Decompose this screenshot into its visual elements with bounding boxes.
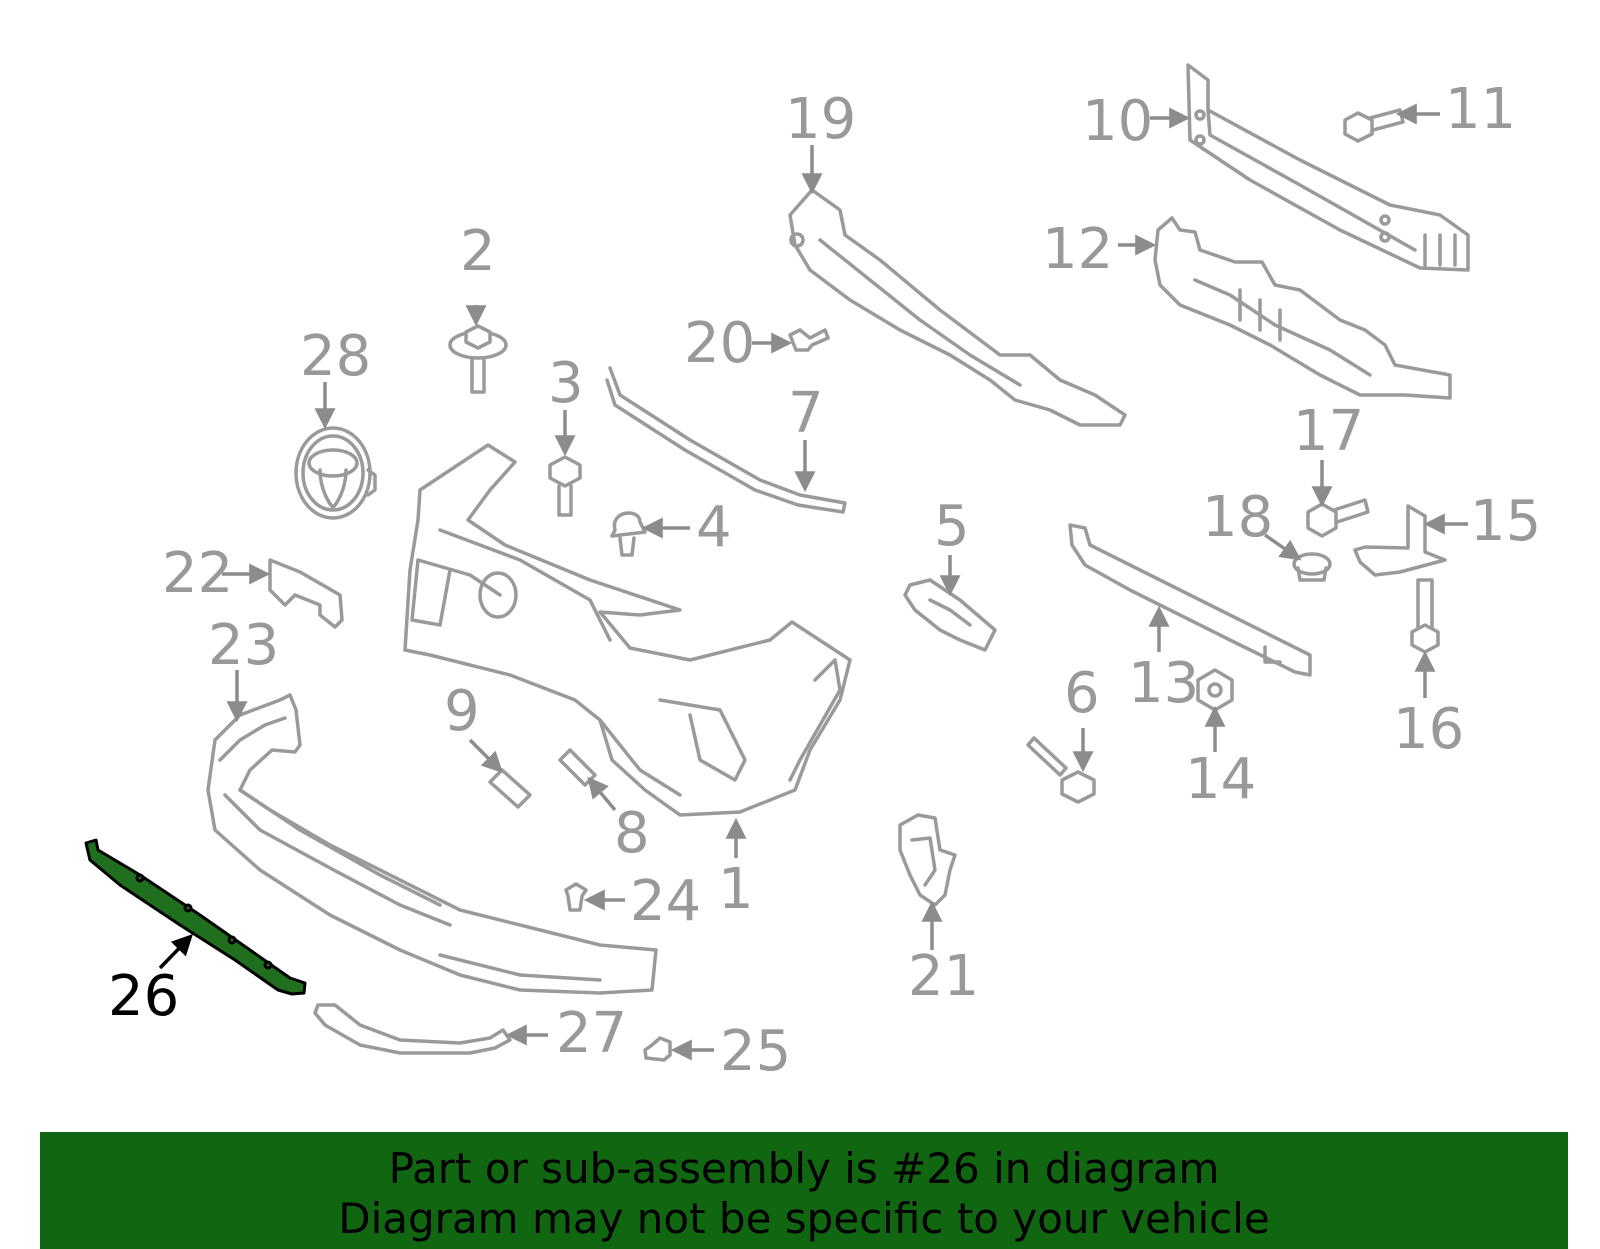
callout-11: 11 <box>1445 77 1516 142</box>
callout-6: 6 <box>1064 661 1100 726</box>
part-3-screw[interactable] <box>548 455 582 517</box>
part-1-bumper-cover[interactable] <box>403 443 852 817</box>
callout-1: 1 <box>718 857 754 922</box>
part-13-bar[interactable] <box>1068 523 1312 677</box>
part-20-clip[interactable] <box>788 328 830 352</box>
callout-27: 27 <box>556 1001 627 1066</box>
part-15-bracket[interactable] <box>1353 504 1447 577</box>
callout-15: 15 <box>1470 489 1541 554</box>
part-19-bracket[interactable] <box>788 188 1127 427</box>
callout-24: 24 <box>630 869 701 934</box>
part-14-nut[interactable] <box>1196 668 1234 712</box>
part-16-bolt[interactable] <box>1410 578 1440 654</box>
part-12-absorber[interactable] <box>1153 216 1452 400</box>
part-7-strip[interactable] <box>605 366 847 514</box>
callout-17: 17 <box>1293 399 1364 464</box>
callout-23: 23 <box>208 613 279 678</box>
part-22-bracket[interactable] <box>268 558 344 629</box>
callout-25: 25 <box>720 1019 791 1084</box>
callout-7: 7 <box>788 381 824 446</box>
banner-line-1: Part or sub-assembly is #26 in diagram <box>388 1144 1220 1193</box>
info-banner: Part or sub-assembly is #26 in diagram D… <box>40 1132 1568 1249</box>
part-27-molding[interactable] <box>313 1003 512 1055</box>
part-17-bolt[interactable] <box>1306 498 1370 538</box>
part-18-nut[interactable] <box>1292 552 1332 582</box>
callout-labels: 1 2 3 4 5 6 7 8 9 10 11 12 13 14 15 16 1… <box>108 77 1541 1084</box>
callout-26: 26 <box>108 964 179 1029</box>
part-24-clip[interactable] <box>564 882 588 912</box>
part-10-reinforcement[interactable] <box>1186 63 1470 272</box>
callout-10: 10 <box>1082 89 1153 154</box>
callout-9: 9 <box>444 679 480 744</box>
part-23-lower-bumper[interactable] <box>206 693 658 995</box>
callout-21: 21 <box>908 944 979 1009</box>
callout-14: 14 <box>1185 747 1256 812</box>
callout-13: 13 <box>1128 651 1199 716</box>
leader-arrows <box>158 103 1468 1061</box>
part-11-bolt[interactable] <box>1343 108 1405 143</box>
callout-2: 2 <box>460 219 496 284</box>
callout-19: 19 <box>785 87 856 152</box>
banner-line-2: Diagram may not be specific to your vehi… <box>338 1194 1270 1243</box>
part-9-insert[interactable] <box>488 768 532 809</box>
callout-12: 12 <box>1042 217 1113 282</box>
callout-3: 3 <box>548 351 584 416</box>
callout-22: 22 <box>162 541 233 606</box>
callout-16: 16 <box>1393 697 1464 762</box>
part-25-clip[interactable] <box>643 1036 672 1062</box>
callout-4: 4 <box>696 495 732 560</box>
callout-20: 20 <box>684 311 755 376</box>
callout-5: 5 <box>934 494 970 559</box>
part-8-insert[interactable] <box>558 748 597 787</box>
part-2-bolt[interactable] <box>448 324 508 394</box>
part-26-molding-selected[interactable] <box>84 838 307 996</box>
part-21-bracket[interactable] <box>898 813 957 907</box>
part-28-emblem[interactable] <box>294 426 377 520</box>
callout-28: 28 <box>300 324 371 389</box>
part-4-clip[interactable] <box>610 511 647 557</box>
callout-8: 8 <box>614 801 650 866</box>
callout-18: 18 <box>1202 485 1273 550</box>
